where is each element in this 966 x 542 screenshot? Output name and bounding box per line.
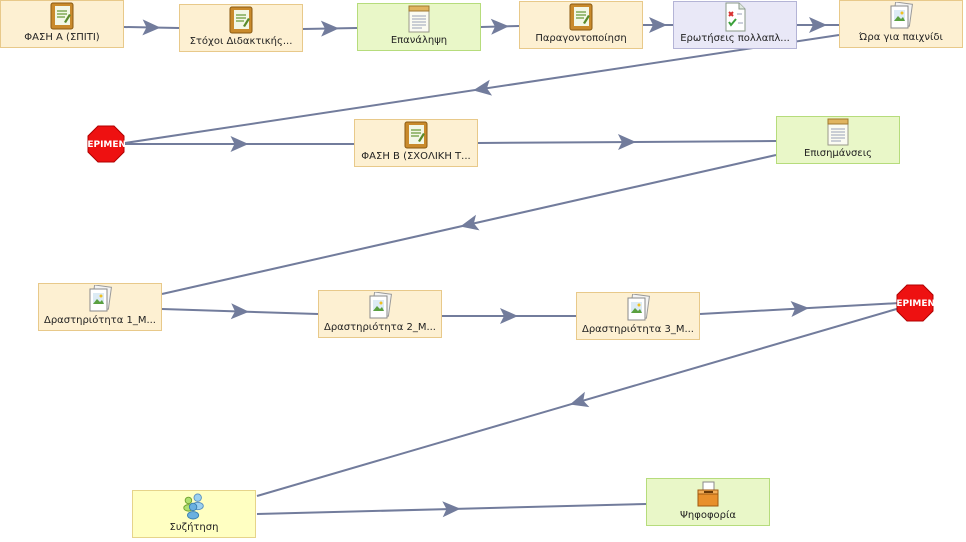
- node-label: Δραστηριότητα 2_Μ...: [323, 322, 436, 333]
- notebook-icon: [49, 1, 75, 31]
- node-label: ΦΑΣΗ Α (ΣΠΙΤΙ): [24, 32, 100, 43]
- node-activity-3[interactable]: Δραστηριότητα 3_Μ...: [576, 292, 700, 340]
- stop-label: ΠΕΡΙΜΕΝΕ: [896, 299, 934, 309]
- node-label: Δραστηριότητα 1_Μ...: [43, 315, 156, 326]
- connector-arrowhead: [142, 19, 161, 36]
- node-label: Συζήτηση: [169, 522, 219, 533]
- stop-label: ΠΕΡΙΜΕΝΕ: [87, 140, 125, 150]
- image-document-icon: [367, 291, 393, 321]
- connector-arrowhead: [809, 17, 827, 33]
- connector-arrowhead: [230, 303, 249, 320]
- node-label: Παραγοντοποίηση: [535, 33, 627, 44]
- connector-arrowhead: [569, 391, 590, 408]
- node-notes[interactable]: Επισημάνσεις: [776, 116, 900, 164]
- connector-arrowhead: [442, 501, 461, 518]
- connector-arrowhead: [320, 20, 339, 37]
- node-label: Επανάληψη: [390, 35, 448, 46]
- node-multiple-choice[interactable]: Ερωτήσεις πολλαπλ...: [673, 1, 797, 49]
- quiz-document-icon: [722, 2, 748, 32]
- node-label: Ερωτήσεις πολλαπλ...: [680, 33, 790, 44]
- node-play-time[interactable]: Ώρα για παιχνίδι: [839, 0, 963, 48]
- node-label: ΦΑΣΗ Β (ΣΧΟΛΙΚΗ Τ...: [361, 151, 471, 162]
- notebook-icon: [403, 120, 429, 150]
- node-label: Επισημάνσεις: [804, 148, 872, 159]
- wait-stop-sign[interactable]: ΠΕΡΙΜΕΝΕ: [87, 125, 125, 163]
- people-icon: [181, 491, 207, 521]
- node-phase-b[interactable]: ΦΑΣΗ Β (ΣΧΟΛΙΚΗ Τ...: [354, 119, 478, 167]
- ballot-box-icon: [695, 479, 721, 509]
- node-label: Δραστηριότητα 3_Μ...: [581, 324, 694, 335]
- connector-arrowhead: [649, 17, 667, 33]
- image-document-icon: [87, 284, 113, 314]
- node-voting[interactable]: Ψηφοφορία: [646, 478, 770, 526]
- node-activity-2[interactable]: Δραστηριότητα 2_Μ...: [318, 290, 442, 338]
- node-revision[interactable]: Επανάληψη: [357, 3, 481, 51]
- node-goals[interactable]: Στόχοι Διδακτικής...: [179, 4, 303, 52]
- connector-arrowhead: [617, 134, 636, 151]
- node-factoring[interactable]: Παραγοντοποίηση: [519, 1, 643, 49]
- connector-arrowhead: [460, 214, 480, 231]
- connector-arrowhead: [230, 136, 249, 152]
- wait-stop-sign[interactable]: ΠΕΡΙΜΕΝΕ: [896, 284, 934, 322]
- notebook-icon: [568, 2, 594, 32]
- connector-arrowhead: [790, 301, 809, 317]
- node-phase-a[interactable]: ΦΑΣΗ Α (ΣΠΙΤΙ): [0, 0, 124, 48]
- node-discussion[interactable]: Συζήτηση: [132, 490, 256, 538]
- connector-arrowhead: [473, 79, 493, 96]
- connector-arrowhead: [490, 18, 509, 35]
- node-label: Ψηφοφορία: [680, 510, 736, 521]
- notebook-icon: [228, 5, 254, 35]
- node-label: Ώρα για παιχνίδι: [859, 32, 943, 43]
- node-label: Στόχοι Διδακτικής...: [189, 36, 293, 47]
- node-activity-1[interactable]: Δραστηριότητα 1_Μ...: [38, 283, 162, 331]
- notepad-icon: [406, 4, 432, 34]
- image-document-icon: [888, 1, 914, 31]
- image-document-icon: [625, 293, 651, 323]
- connector-arrowhead: [500, 308, 518, 324]
- notepad-icon: [825, 117, 851, 147]
